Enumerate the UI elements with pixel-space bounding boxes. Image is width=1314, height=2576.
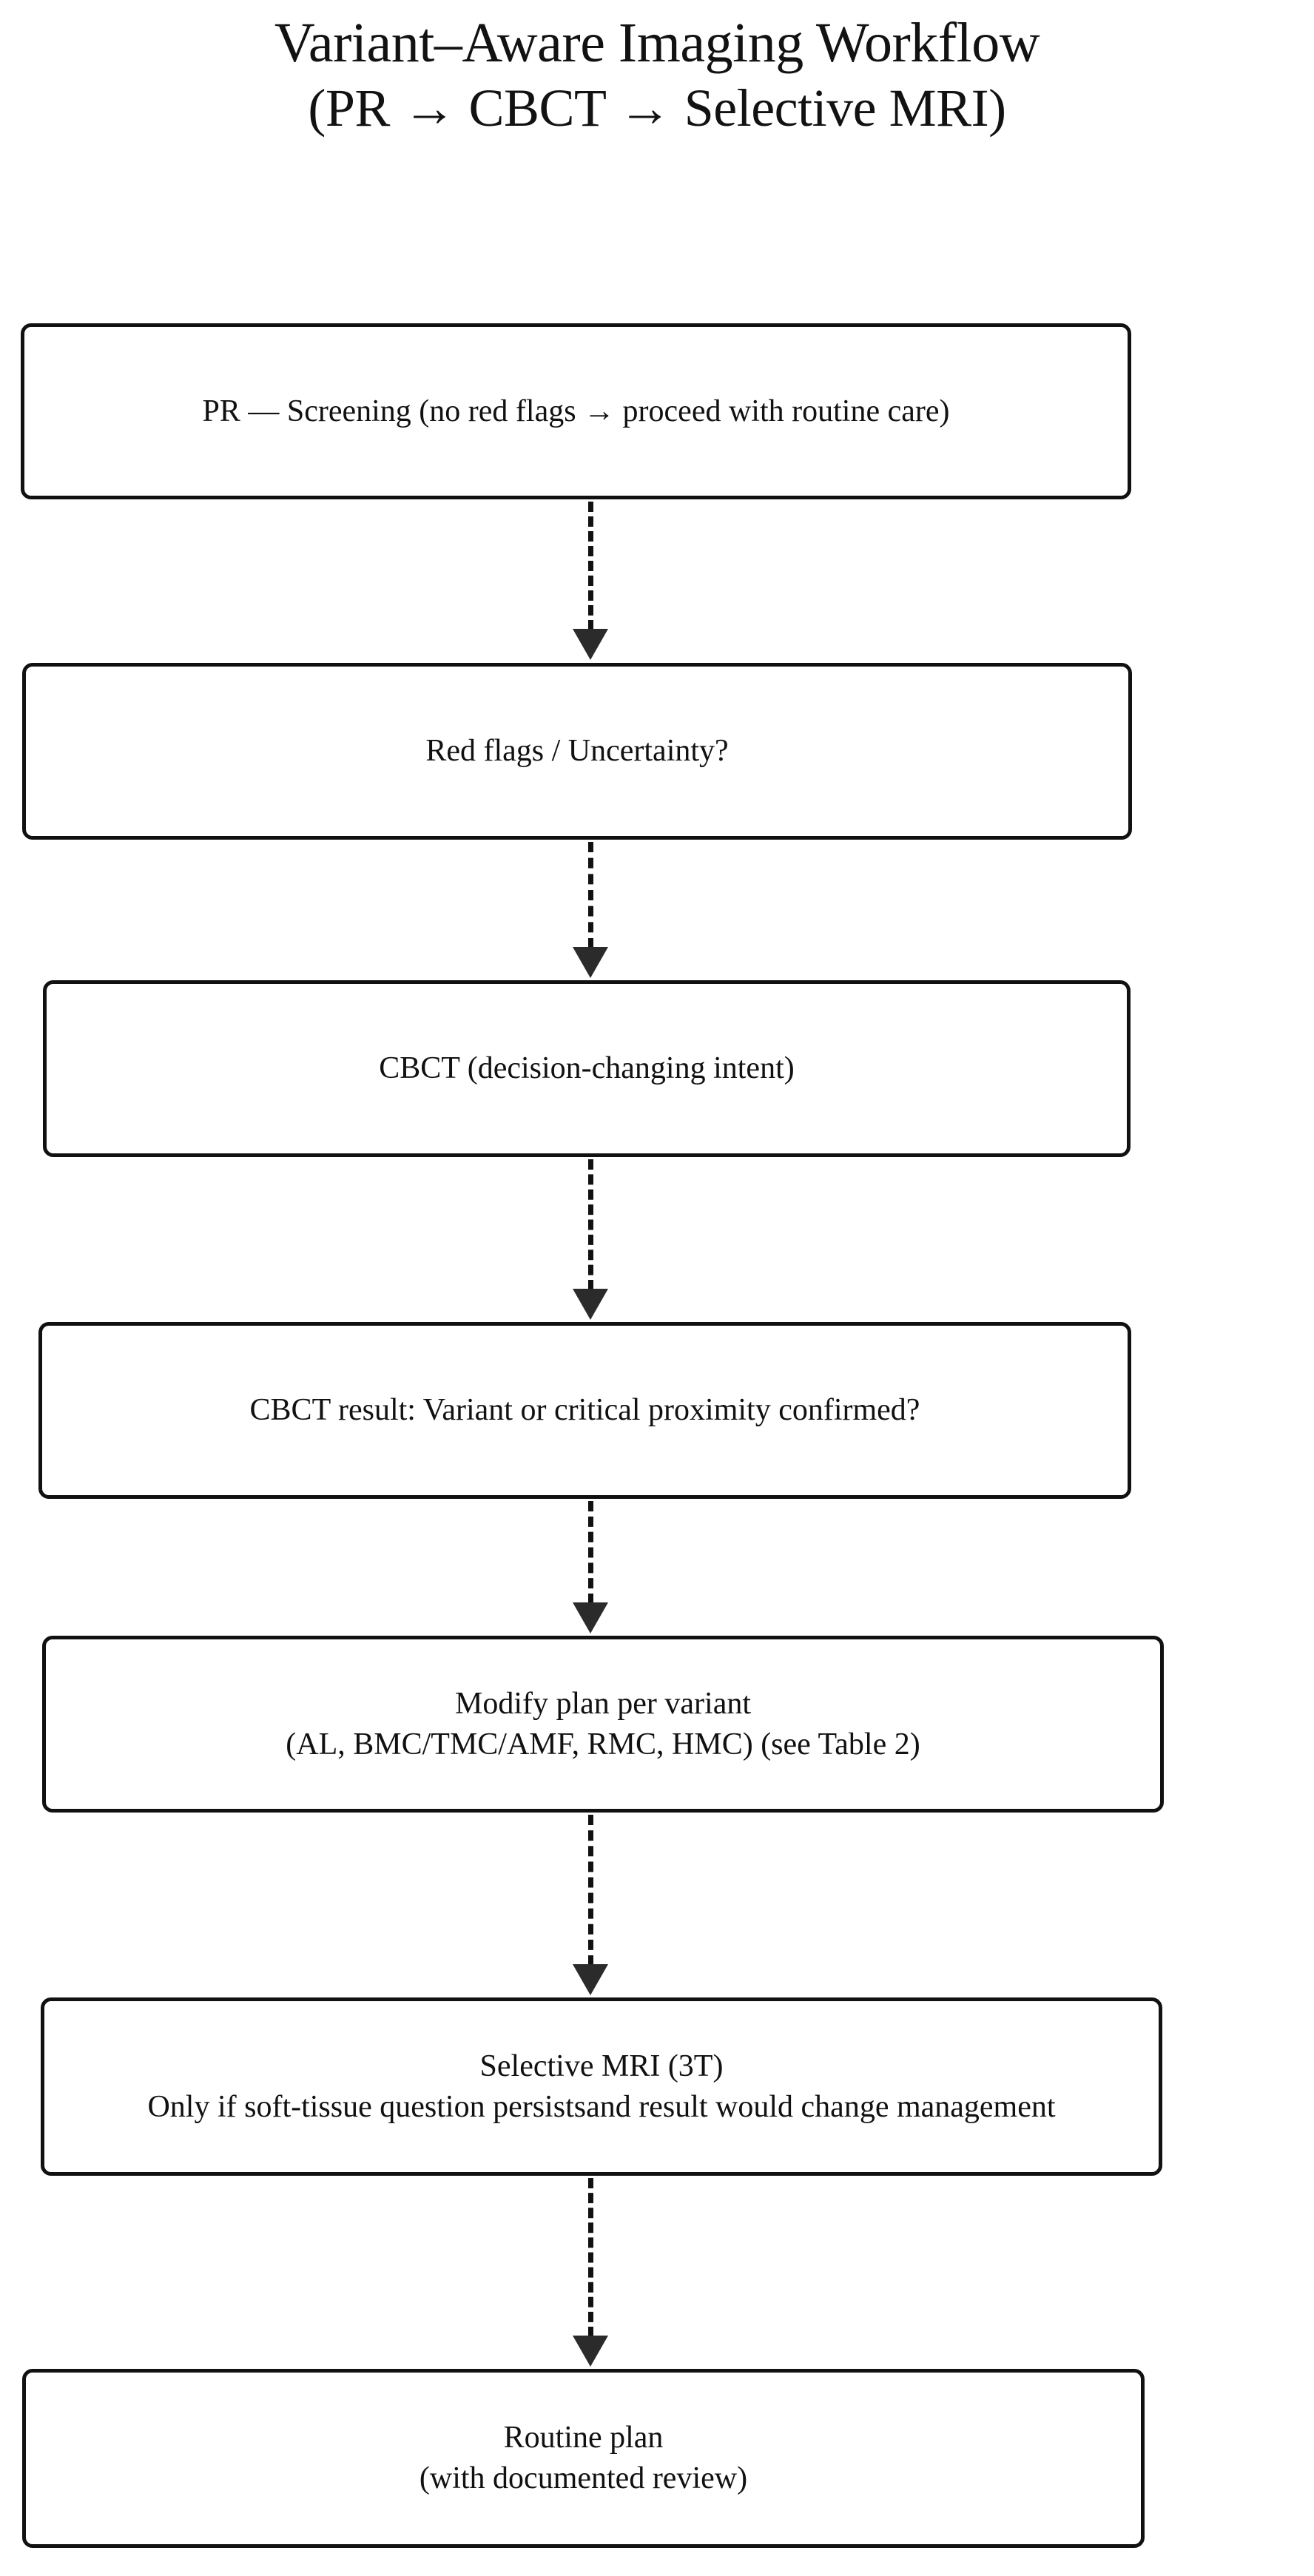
- arrowhead-down-icon: [573, 2336, 608, 2367]
- arrowhead-down-icon: [573, 1964, 608, 1995]
- flow-node-modify-plan: Modify plan per variant (AL, BMC/TMC/AMF…: [42, 1636, 1164, 1813]
- edge-dashed-line: [588, 842, 593, 948]
- figure-title-line-2: (PR → CBCT → Selective MRI): [308, 78, 1006, 138]
- flow-edge-selective-mri-to-routine-plan: [573, 2178, 608, 2367]
- flow-node-routine-plan: Routine plan (with documented review): [22, 2369, 1145, 2548]
- flow-node-cbct-result-label: CBCT result: Variant or critical proximi…: [249, 1393, 920, 1428]
- flow-node-red-flags: Red flags / Uncertainty?: [22, 663, 1132, 840]
- flow-edge-modify-plan-to-selective-mri: [573, 1815, 608, 1995]
- flow-node-pr-screening: PR — Screening (no red flags → proceed w…: [21, 323, 1131, 499]
- flow-edge-cbct-result-to-modify-plan: [573, 1501, 608, 1633]
- edge-dashed-line: [588, 1159, 593, 1290]
- flow-edge-red-flags-to-cbct: [573, 842, 608, 978]
- flow-edge-pr-screening-to-red-flags: [573, 502, 608, 660]
- figure-title: Variant–Aware Imaging Workflow (PR → CBC…: [0, 10, 1314, 140]
- flow-node-selective-mri: Selective MRI (3T) Only if soft-tissue q…: [41, 1997, 1162, 2176]
- flow-edge-cbct-to-cbct-result: [573, 1159, 608, 1320]
- flow-node-cbct-label: CBCT (decision-changing intent): [379, 1051, 795, 1086]
- edge-dashed-line: [588, 502, 593, 630]
- flow-node-red-flags-label: Red flags / Uncertainty?: [425, 734, 729, 769]
- edge-dashed-line: [588, 1815, 593, 1966]
- flow-node-cbct-result: CBCT result: Variant or critical proximi…: [38, 1322, 1131, 1499]
- flow-node-modify-plan-label: Modify plan per variant (AL, BMC/TMC/AMF…: [286, 1686, 920, 1761]
- arrowhead-down-icon: [573, 947, 608, 978]
- flow-node-pr-screening-label: PR — Screening (no red flags → proceed w…: [202, 394, 950, 428]
- arrowhead-down-icon: [573, 629, 608, 660]
- edge-dashed-line: [588, 1501, 593, 1604]
- flow-node-routine-plan-label: Routine plan (with documented review): [419, 2421, 748, 2495]
- flow-node-cbct: CBCT (decision-changing intent): [43, 980, 1131, 1157]
- arrowhead-down-icon: [573, 1289, 608, 1320]
- figure-title-line-1: Variant–Aware Imaging Workflow: [274, 12, 1040, 74]
- edge-dashed-line: [588, 2178, 593, 2337]
- arrowhead-down-icon: [573, 1602, 608, 1633]
- flow-node-selective-mri-label: Selective MRI (3T) Only if soft-tissue q…: [147, 2049, 1056, 2124]
